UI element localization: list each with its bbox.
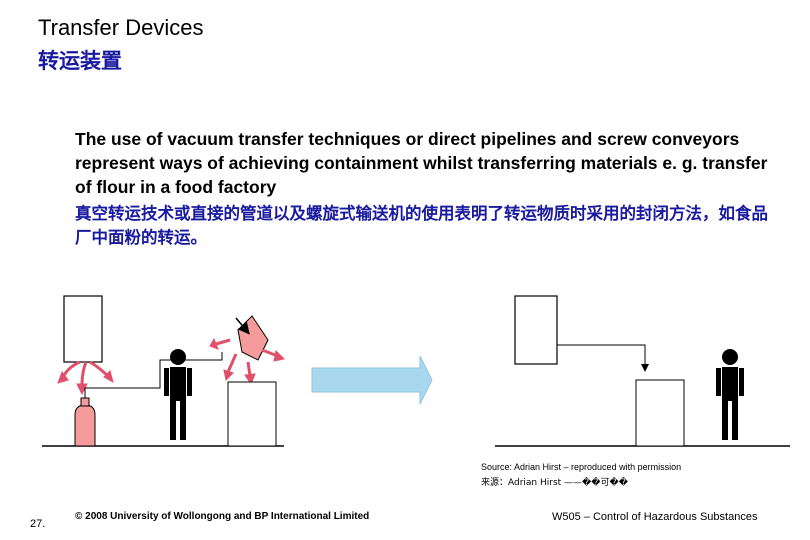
- transfer-illustration: [42, 295, 790, 447]
- sack-icon: [74, 397, 96, 447]
- dust-arrow-icon: [57, 360, 114, 396]
- person-icon: [716, 349, 744, 440]
- right-arrow-icon: [311, 355, 433, 405]
- slide-title: Transfer Devices: [38, 15, 204, 40]
- source-credit: Source: Adrian Hirst – reproduced with p…: [481, 462, 682, 472]
- course-title: W505 – Control of Hazardous Substances: [552, 511, 758, 523]
- body-text-chinese: 真空转运技术或直接的管道以及螺旋式输送机的使用表明了转运物质时采用的封闭方法，如…: [75, 204, 768, 247]
- pipeline: [557, 344, 649, 372]
- pipeline: [84, 352, 223, 398]
- page-number: 27.: [30, 518, 46, 530]
- table: [635, 379, 685, 447]
- source-credit-chinese: 来源：Adrian Hirst ——��可��: [481, 478, 628, 488]
- contained-transfer-scene: [495, 295, 790, 447]
- dust-arrow-icon: [209, 337, 286, 386]
- table: [227, 381, 277, 447]
- body-text: The use of vacuum transfer techniques or…: [75, 129, 768, 197]
- copyright-notice: © 2008 University of Wollongong and BP I…: [75, 511, 370, 522]
- person-icon: [164, 349, 192, 440]
- tipping-bag-icon: [235, 315, 269, 361]
- hopper-icon: [63, 295, 103, 363]
- slide-title-chinese: 转运装置: [38, 49, 122, 73]
- hopper-icon: [514, 295, 558, 365]
- open-transfer-scene: [42, 295, 286, 447]
